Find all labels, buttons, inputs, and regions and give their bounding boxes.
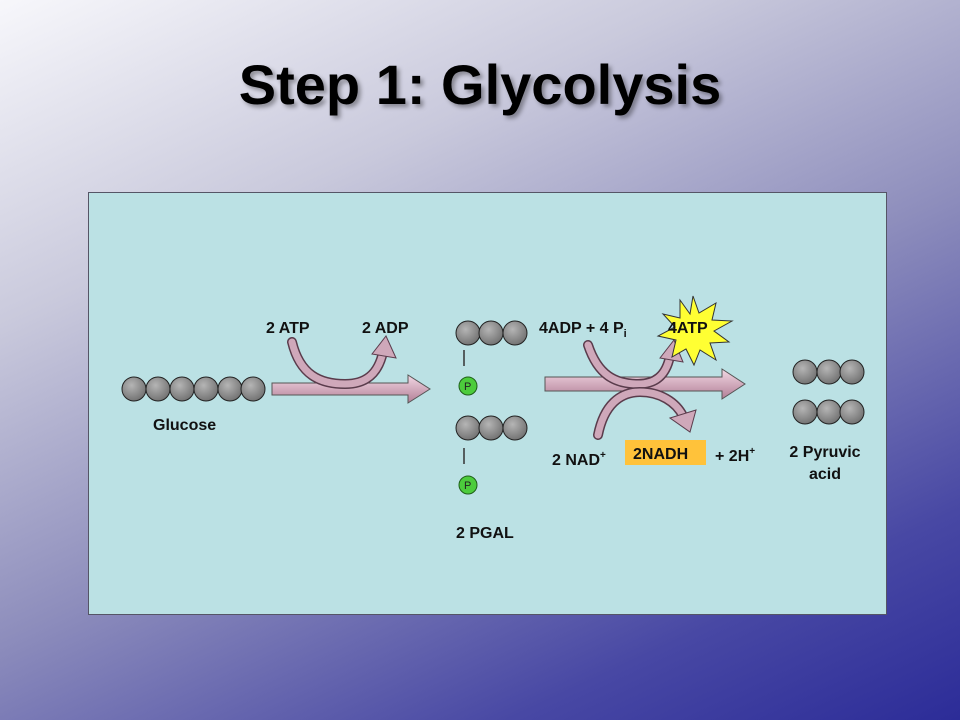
nad-superscript: + xyxy=(600,450,606,461)
adp-output-label: 2 ADP xyxy=(362,320,409,337)
carbon-atom xyxy=(121,376,147,402)
atp-output-label: 4ATP xyxy=(668,320,708,337)
carbon-atom xyxy=(792,359,818,385)
pi-subscript: i xyxy=(624,328,627,340)
pyruvic-acid-molecule-upper xyxy=(792,359,865,385)
hydrogen-text: + 2H xyxy=(715,448,749,465)
carbon-atom xyxy=(816,359,842,385)
reaction-arrow-1 xyxy=(271,374,431,404)
carbon-atom xyxy=(169,376,195,402)
pyruvic-acid-molecule-lower xyxy=(792,399,865,425)
carbon-atom xyxy=(145,376,171,402)
adp-pi-label: 4ADP + 4 Pi xyxy=(539,320,627,340)
diagram-panel xyxy=(88,192,887,615)
carbon-atom xyxy=(455,415,481,441)
pgal-molecule-lower: P xyxy=(455,415,528,495)
carbon-atom xyxy=(839,399,865,425)
carbon-atom xyxy=(502,320,528,346)
phosphate-group xyxy=(458,376,478,396)
carbon-atom xyxy=(193,376,219,402)
atp-adp-curve-arrow xyxy=(287,335,397,390)
nad-text: 2 NAD xyxy=(552,452,600,469)
carbon-atom xyxy=(839,359,865,385)
pgal-molecule-upper: P xyxy=(455,320,528,396)
carbon-atom xyxy=(478,415,504,441)
hydrogen-label: + 2H+ xyxy=(715,446,755,465)
nadh-label: 2NADH xyxy=(633,446,688,463)
carbon-atom xyxy=(478,320,504,346)
slide-title: Step 1: Glycolysis xyxy=(238,53,722,116)
adp-atp-curve-arrow xyxy=(583,339,684,390)
pgal-label: 2 PGAL xyxy=(456,525,514,542)
carbon-atom xyxy=(217,376,243,402)
atp-burst xyxy=(656,295,734,367)
nad-nadh-curve-arrow xyxy=(593,386,697,440)
adp-pi-text: 4ADP + 4 P xyxy=(539,320,624,337)
carbon-atom xyxy=(240,376,266,402)
atp-input-label: 2 ATP xyxy=(266,320,310,337)
pyruvic-acid-label-line1: 2 Pyruvic xyxy=(789,444,860,461)
pyruvic-acid-label-line2: acid xyxy=(809,466,841,483)
carbon-atom xyxy=(792,399,818,425)
glucose-molecule xyxy=(121,376,266,402)
nadh-box xyxy=(625,440,706,465)
phosphate-label: P xyxy=(464,480,471,492)
phosphate-group xyxy=(458,475,478,495)
glucose-label: Glucose xyxy=(153,417,216,434)
carbon-atom xyxy=(816,399,842,425)
carbon-atom xyxy=(502,415,528,441)
nad-label: 2 NAD+ xyxy=(552,450,606,469)
phosphate-label: P xyxy=(464,381,471,393)
carbon-atom xyxy=(455,320,481,346)
hydrogen-superscript: + xyxy=(749,446,755,457)
